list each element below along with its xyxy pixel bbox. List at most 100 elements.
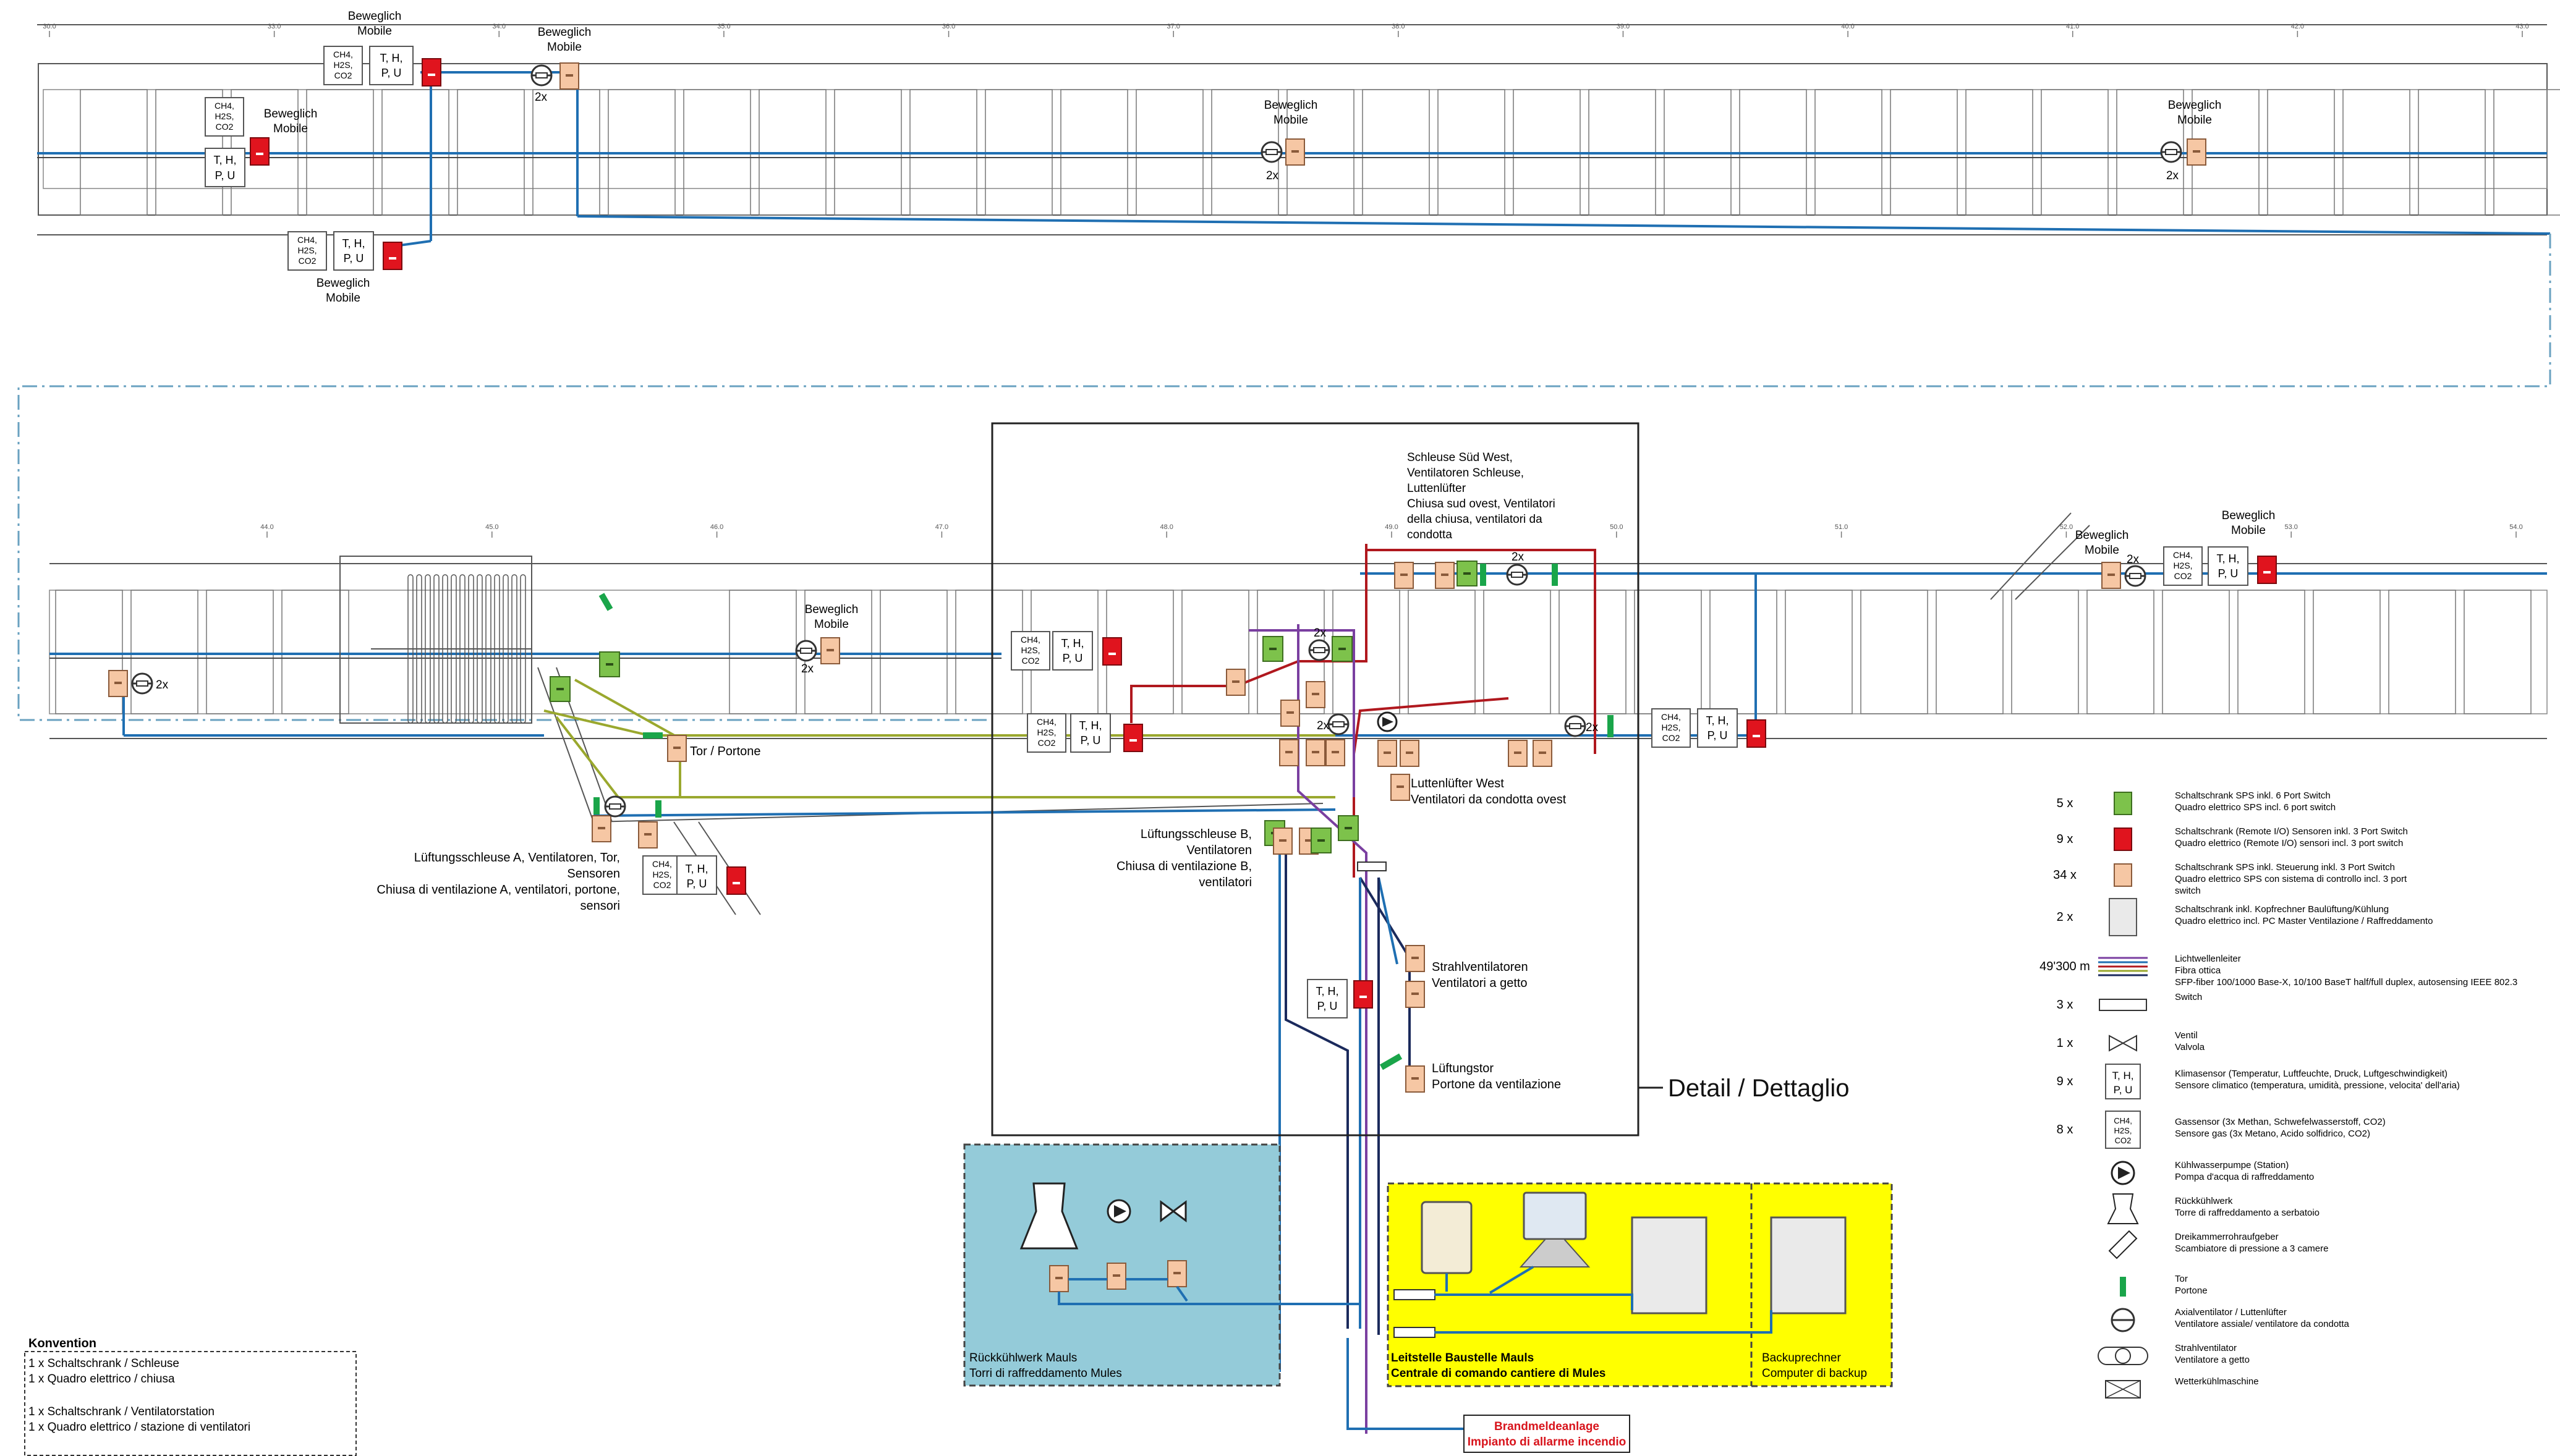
- backup-cabinet-icon: [1770, 1216, 1847, 1314]
- mobile-fan-group-top-3: 2x Beweglich Mobile: [2160, 99, 2222, 182]
- svg-text:8 x: 8 x: [2057, 1123, 2073, 1136]
- detail-frame: [991, 422, 1639, 1136]
- svg-text:Fibra ottica: Fibra ottica: [2175, 965, 2221, 976]
- svg-text:49'300 m: 49'300 m: [2039, 960, 2090, 973]
- svg-text:1 x Schaltschrank / Ventilator: 1 x Schaltschrank / Ventilatorstation: [28, 1405, 215, 1418]
- fan-station-left: 2x: [108, 670, 169, 697]
- svg-text:P, U: P, U: [381, 67, 402, 79]
- axial-fan-icon: [530, 64, 553, 87]
- svg-text:CO2: CO2: [334, 70, 352, 80]
- svg-text:H2S,: H2S,: [1021, 645, 1040, 655]
- svg-text:P, U: P, U: [344, 252, 364, 265]
- svg-text:CH4,: CH4,: [652, 859, 672, 869]
- svg-text:T, H,: T, H,: [213, 154, 236, 166]
- server-icon: [1421, 1201, 1473, 1274]
- svg-text:Pompa d'acqua di raffreddament: Pompa d'acqua di raffreddamento: [2175, 1172, 2314, 1182]
- svg-text:CO2: CO2: [299, 256, 317, 266]
- svg-text:Beweglich: Beweglich: [348, 10, 402, 23]
- jet-fans-group: Strahlventilatoren Ventilatori a getto T…: [1307, 945, 1528, 1018]
- svg-text:Mobile: Mobile: [326, 292, 360, 305]
- svg-text:2x: 2x: [535, 91, 548, 104]
- svg-text:Ventilatori a getto: Ventilatori a getto: [1432, 976, 1528, 990]
- svg-text:T, H,: T, H,: [1706, 714, 1729, 727]
- valve-icon: [1160, 1200, 1187, 1222]
- svg-text:2x: 2x: [1586, 721, 1599, 734]
- svg-text:Konvention: Konvention: [28, 1337, 96, 1350]
- svg-text:2x: 2x: [1512, 551, 1525, 564]
- svg-text:Ventilatore a getto: Ventilatore a getto: [2175, 1355, 2250, 1365]
- svg-text:Mobile: Mobile: [2085, 544, 2119, 557]
- svg-text:H2S,: H2S,: [1037, 727, 1056, 737]
- duct-fan-west-group: 2x Luttenlüfter West Ventilatori da cond…: [1411, 715, 1614, 806]
- scale-tick-label: 53.0: [2284, 523, 2297, 531]
- svg-text:CH4,: CH4,: [2114, 1116, 2132, 1125]
- svg-text:9 x: 9 x: [2057, 1075, 2073, 1088]
- svg-text:switch: switch: [2175, 886, 2201, 896]
- svg-text:CO2: CO2: [2115, 1136, 2132, 1145]
- svg-text:1 x Quadro elettrico / stazion: 1 x Quadro elettrico / stazione di venti…: [28, 1421, 250, 1434]
- svg-text:Mobile: Mobile: [547, 41, 582, 54]
- svg-text:Beweglich: Beweglich: [2168, 99, 2222, 112]
- svg-text:H2S,: H2S,: [215, 111, 234, 121]
- scale-tick-label: 50.0: [1610, 523, 1623, 531]
- svg-text:Klimasensor (Temperatur, Luftf: Klimasensor (Temperatur, Luftfeuchte, Dr…: [2175, 1069, 2447, 1079]
- svg-text:H2S,: H2S,: [1661, 722, 1680, 732]
- svg-text:Strahlventilator: Strahlventilator: [2175, 1343, 2237, 1353]
- monitor-icon: [1523, 1191, 1587, 1240]
- svg-text:della chiusa, ventilatori da: della chiusa, ventilatori da: [1407, 513, 1542, 526]
- svg-text:CH4,: CH4,: [333, 49, 353, 59]
- svg-text:Backuprechner: Backuprechner: [1762, 1352, 1841, 1365]
- svg-text:P, U: P, U: [2114, 1084, 2133, 1096]
- svg-text:Rückkühlwerk: Rückkühlwerk: [2175, 1196, 2233, 1206]
- svg-text:Chiusa di ventilazione B,: Chiusa di ventilazione B,: [1116, 860, 1252, 873]
- scale-tick-label: 35.0: [717, 23, 730, 30]
- svg-text:Quadro elettrico incl. PC Mast: Quadro elettrico incl. PC Master Ventila…: [2175, 916, 2433, 926]
- detail-equipment-cluster: 2x 2x: [1226, 627, 1552, 871]
- svg-text:Impianto di allarme incendio: Impianto di allarme incendio: [1468, 1436, 1627, 1449]
- svg-text:2x: 2x: [1317, 719, 1330, 732]
- svg-text:Sensore gas (3x Metano, Acido: Sensore gas (3x Metano, Acido solfidrico…: [2175, 1128, 2370, 1139]
- svg-text:Lüftungsschleuse A, Ventilator: Lüftungsschleuse A, Ventilatoren, Tor,: [414, 851, 620, 865]
- svg-text:1 x: 1 x: [2057, 1036, 2073, 1050]
- switch-icon: [1393, 1327, 1435, 1338]
- svg-text:Scambiatore di pressione a 3 c: Scambiatore di pressione a 3 camere: [2175, 1243, 2328, 1254]
- svg-text:P, U: P, U: [1081, 734, 1101, 747]
- svg-text:P, U: P, U: [1707, 729, 1728, 742]
- svg-text:Quadro elettrico SPS con siste: Quadro elettrico SPS con sistema di cont…: [2175, 874, 2407, 884]
- svg-text:Computer di backup: Computer di backup: [1762, 1367, 1867, 1380]
- svg-text:CH4,: CH4,: [297, 235, 317, 245]
- scale-tick-label: 47.0: [935, 523, 948, 531]
- svg-text:Beweglich: Beweglich: [264, 108, 318, 121]
- ventilation-lock-a: CH4, H2S, CO2 T, H, P, U Tor / Portone L…: [376, 593, 761, 913]
- svg-text:1 x Quadro elettrico / chiusa: 1 x Quadro elettrico / chiusa: [28, 1373, 175, 1386]
- scale-tick-label: 44.0: [260, 523, 273, 531]
- mobile-sensor-group-top-3: CH4, H2S, CO2 T, H, P, U Beweglich Mobil…: [287, 231, 402, 305]
- svg-text:Sensore climatico (temperatura: Sensore climatico (temperatura, umidità,…: [2175, 1080, 2460, 1091]
- svg-text:P, U: P, U: [2218, 567, 2239, 580]
- svg-text:SFP-fiber 100/1000 Base-X, 10/: SFP-fiber 100/1000 Base-X, 10/100 BaseT …: [2175, 977, 2517, 988]
- ventilation-lock-b: Lüftungsschleuse B, Ventilatoren Chiusa …: [1116, 827, 1332, 889]
- mobile-fan-group-top-2: 2x Beweglich Mobile: [1261, 99, 1317, 182]
- svg-text:2x: 2x: [1266, 169, 1279, 182]
- legend-entry: Kühlwasserpumpe (Station)Pompa d'acqua d…: [2111, 1160, 2314, 1185]
- scale-tick-label: 33.0: [268, 23, 281, 30]
- svg-text:H2S,: H2S,: [2114, 1126, 2132, 1135]
- svg-text:H2S,: H2S,: [2173, 561, 2192, 570]
- svg-text:Quadro elettrico (Remote I/O): Quadro elettrico (Remote I/O) sensori in…: [2175, 838, 2403, 849]
- svg-text:T, H,: T, H,: [2112, 1070, 2134, 1081]
- svg-text:Schleuse Süd West,: Schleuse Süd West,: [1407, 451, 1513, 464]
- svg-text:Mobile: Mobile: [357, 25, 392, 38]
- svg-text:T, H,: T, H,: [1061, 637, 1084, 650]
- svg-text:CO2: CO2: [2174, 571, 2192, 581]
- svg-text:Dreikammerrohraufgeber: Dreikammerrohraufgeber: [2175, 1232, 2279, 1242]
- svg-text:2x: 2x: [1314, 627, 1327, 640]
- plc-cabinet: [559, 62, 579, 90]
- scale-tick-label: 42.0: [2291, 23, 2304, 30]
